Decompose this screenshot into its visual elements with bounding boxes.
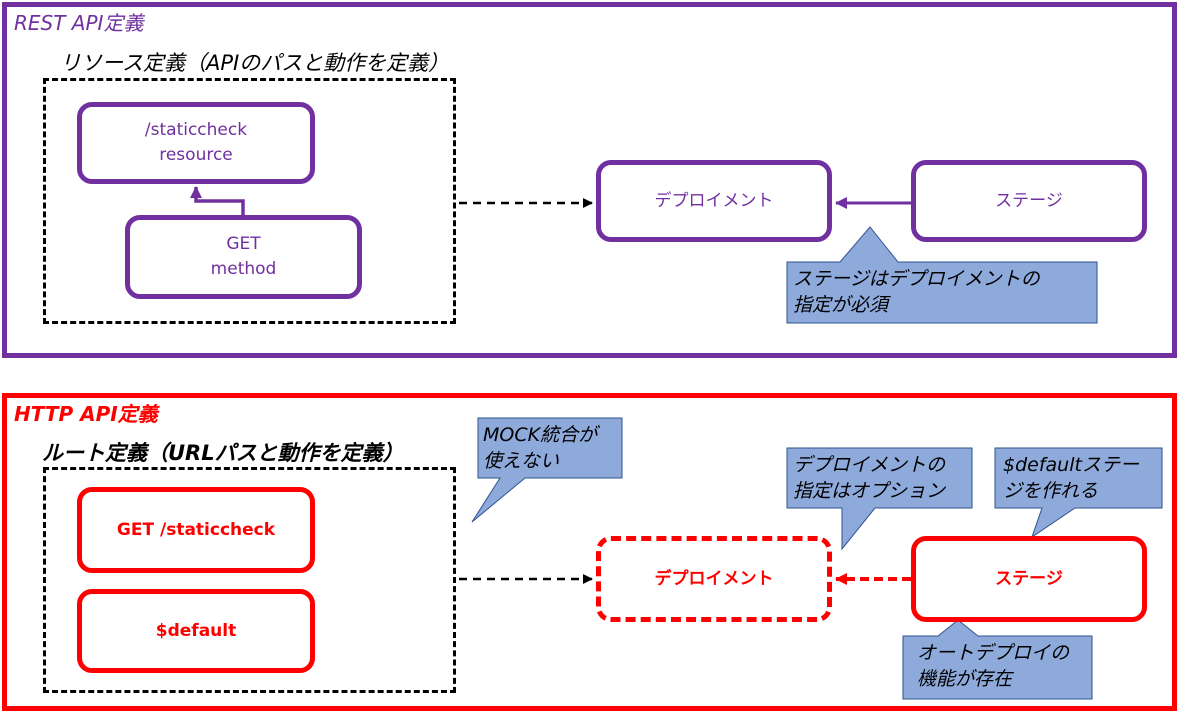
callout-line: ステージはデプロイメントの [793,268,1040,290]
resource-definition-group [43,78,456,324]
get-method-box: GET method [125,215,362,299]
http-deployment-text: デプロイメント [654,568,774,589]
callout-default-stage-text: $defaultステー ジを作れる [1003,452,1139,504]
route-definition-group [43,467,456,693]
get-staticcheck-route-box: GET /staticcheck [77,487,315,573]
callout-line: 指定が必須 [793,294,889,316]
callout-line: 使えない [483,450,560,472]
http-stage-box: ステージ [911,536,1147,622]
callout-line: MOCK統合が [483,424,598,446]
method-verb-text: GET [226,234,261,254]
http-api-title: HTTP API定義 [14,402,158,426]
rest-stage-box: ステージ [911,160,1147,242]
rest-stage-text: ステージ [995,190,1063,211]
callout-line: デプロイメントの [793,454,946,476]
http-api-panel [2,393,1177,711]
http-stage-text: ステージ [995,568,1063,589]
method-type-text: method [210,259,277,279]
callout-auto-text: オートデプロイの 機能が存在 [917,640,1069,692]
route-definition-label: ルート定義（URLパスと動作を定義） [40,437,406,467]
callout-line: 指定はオプション [793,480,946,502]
callout-line: オートデプロイの [917,642,1070,664]
callout-rest-stage-text: ステージはデプロイメントの 指定が必須 [793,266,1040,318]
default-route-box: $default [77,589,315,673]
http-deployment-box: デプロイメント [596,536,832,622]
callout-mock-text: MOCK統合が 使えない [483,422,597,474]
callout-optional-text: デプロイメントの 指定はオプション [793,452,945,504]
rest-deployment-text: デプロイメント [654,190,774,211]
resource-type-text: resource [159,145,233,165]
rest-deployment-box: デプロイメント [596,160,832,242]
resource-definition-label: リソース定義（APIのパスと動作を定義） [58,47,452,77]
resource-path-text: /staticcheck [144,120,248,140]
callout-line: ジを作れる [1003,480,1099,502]
callout-line: 機能が存在 [917,668,1013,690]
rest-api-title: REST API定義 [14,11,144,35]
callout-line: $defaultステー [1003,454,1139,476]
staticcheck-resource-box: /staticcheck resource [77,102,315,184]
default-route-text: $default [155,620,237,641]
get-staticcheck-route-text: GET /staticcheck [116,519,276,540]
rest-api-panel [2,2,1177,358]
